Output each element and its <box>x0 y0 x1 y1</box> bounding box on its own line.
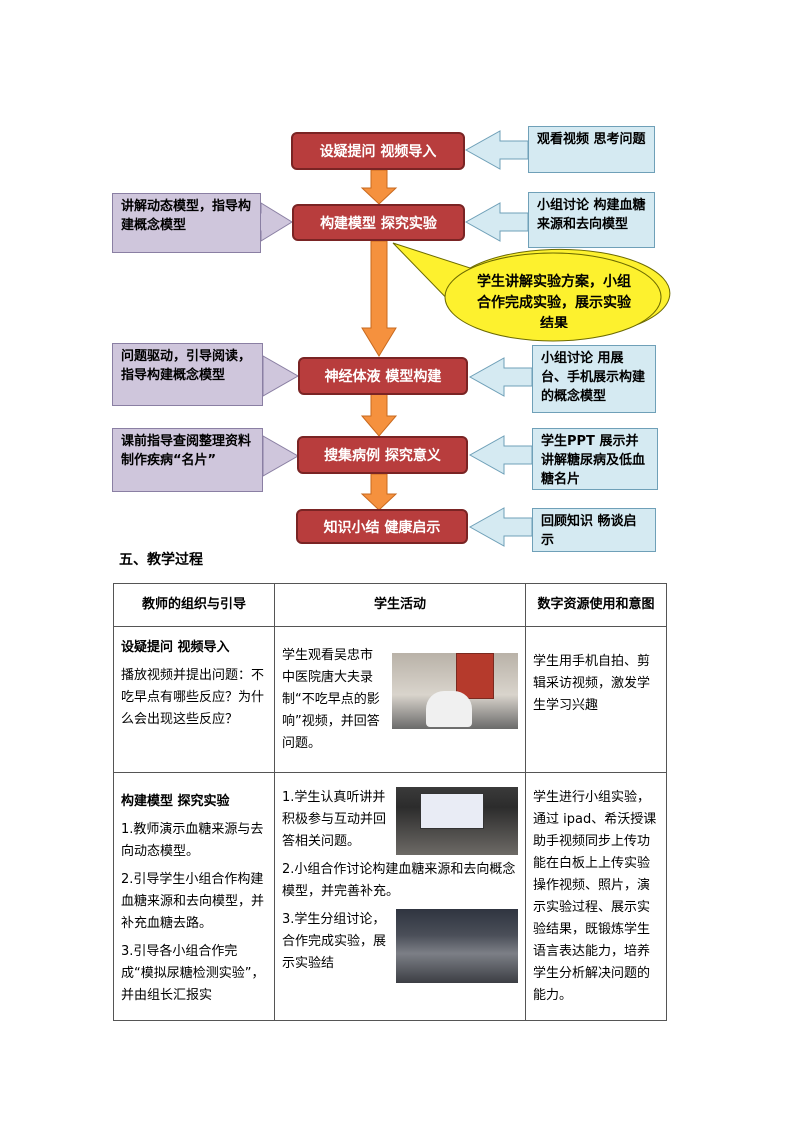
flow-step-2: 构建模型 探究实验 <box>292 204 465 241</box>
flow-step-5: 知识小结 健康启示 <box>296 509 468 544</box>
row1-teacher-text: 播放视频并提出问题：不吃早点有哪些反应？为什么会出现这些反应？ <box>121 668 265 727</box>
student-box-3: 小组讨论 用展台、手机展示构建的概念模型 <box>532 345 656 413</box>
student-box-5: 回顾知识 畅谈启示 <box>532 508 656 552</box>
row2-student-text-2: 2.小组合作讨论构建血糖来源和去向概念模型，并完善补充。 <box>282 862 516 899</box>
down-arrow-1 <box>360 169 398 205</box>
student-box-4-text: 学生PPT 展示并讲解糖尿病及低血糖名片 <box>541 434 646 487</box>
header-resource: 数字资源使用和意图 <box>525 583 667 627</box>
table-row: 构建模型 探究实验 1.教师演示血糖来源与去向动态模型。 2.引导学生小组合作构… <box>113 772 667 1021</box>
classroom-screen-photo <box>396 787 518 855</box>
right-arrow-3 <box>262 435 300 477</box>
flow-step-4-label: 搜集病例 探究意义 <box>324 448 441 464</box>
header-student: 学生活动 <box>274 583 526 627</box>
row1-resource-cell: 学生用手机自拍、剪辑采访视频，激发学生学习兴趣 <box>525 626 667 773</box>
row2-teacher-cell: 构建模型 探究实验 1.教师演示血糖来源与去向动态模型。 2.引导学生小组合作构… <box>113 772 275 1021</box>
row1-resource-text: 学生用手机自拍、剪辑采访视频，激发学生学习兴趣 <box>533 654 651 713</box>
flow-step-4: 搜集病例 探究意义 <box>297 436 468 474</box>
row2-student-cell: 1.学生认真听讲并积极参与互动并回答相关问题。 2.小组合作讨论构建血糖来源和去… <box>274 772 526 1021</box>
projector-screen-image <box>420 793 484 829</box>
banner-image <box>456 653 494 699</box>
flow-step-3-label: 神经体液 模型构建 <box>324 369 442 385</box>
row2-teacher-text-2: 2.引导学生小组合作构建血糖来源和去向模型，并补充血糖去路。 <box>121 872 265 931</box>
callout-text: 学生讲解实验方案，小组合作完成实验，展示实验结果 <box>477 274 631 328</box>
left-arrow-3 <box>468 357 533 397</box>
teacher-box-3: 课前指导查阅整理资料 制作疾病“名片” <box>112 428 263 492</box>
header-teacher: 教师的组织与引导 <box>113 583 275 627</box>
row1-title: 设疑提问 视频导入 <box>121 640 230 655</box>
left-arrow-2 <box>464 202 529 242</box>
row1-teacher-cell: 设疑提问 视频导入 播放视频并提出问题：不吃早点有哪些反应？为什么会出现这些反应… <box>113 626 275 773</box>
row2-student-text-3: 3.学生分组讨论，合作完成实验，展示实验结 <box>282 912 387 971</box>
teacher-box-2: 问题驱动，引导阅读，指导构建概念模型 <box>112 343 263 406</box>
section-title: 五、教学过程 <box>119 552 203 568</box>
group-experiment-photo <box>396 909 518 983</box>
table-row: 设疑提问 视频导入 播放视频并提出问题：不吃早点有哪些反应？为什么会出现这些反应… <box>113 626 667 773</box>
down-arrow-4 <box>360 473 398 511</box>
table-header-row: 教师的组织与引导 学生活动 数字资源使用和意图 <box>113 583 667 627</box>
flow-step-5-label: 知识小结 健康启示 <box>323 519 441 536</box>
student-box-3-text: 小组讨论 用展台、手机展示构建的概念模型 <box>541 351 646 404</box>
flow-step-2-label: 构建模型 探究实验 <box>320 215 437 232</box>
row2-student-text-1: 1.学生认真听讲并积极参与互动并回答相关问题。 <box>282 790 387 849</box>
teacher-box-2-text: 问题驱动，引导阅读，指导构建概念模型 <box>121 349 252 383</box>
student-box-1: 观看视频 思考问题 <box>528 126 655 173</box>
doctor-figure <box>426 691 472 727</box>
flow-step-3: 神经体液 模型构建 <box>298 357 468 395</box>
student-box-1-text: 观看视频 思考问题 <box>537 132 646 147</box>
row2-title: 构建模型 探究实验 <box>121 794 230 809</box>
row2-teacher-text-1: 1.教师演示血糖来源与去向动态模型。 <box>121 822 264 859</box>
teaching-process-table: 教师的组织与引导 学生活动 数字资源使用和意图 设疑提问 视频导入 播放视频并提… <box>113 583 667 1021</box>
student-box-5-text: 回顾知识 畅谈启示 <box>541 514 637 548</box>
row1-student-cell: 学生观看吴忠市中医院唐大夫录制“不吃早点的影响”视频，并回答问题。 <box>274 626 526 773</box>
teacher-box-3-text: 课前指导查阅整理资料 制作疾病“名片” <box>121 434 252 468</box>
doctor-video-photo <box>392 653 518 729</box>
right-arrow-1 <box>259 202 293 242</box>
down-arrow-2 <box>361 240 397 357</box>
teacher-box-1-text: 讲解动态模型，指导构建概念模型 <box>121 199 252 233</box>
down-arrow-3 <box>360 393 398 437</box>
row2-resource-cell: 学生进行小组实验，通过 ipad、希沃授课助手视频同步上传功能在白板上上传实验操… <box>525 772 667 1021</box>
student-box-4: 学生PPT 展示并讲解糖尿病及低血糖名片 <box>532 428 658 490</box>
teacher-box-1: 讲解动态模型，指导构建概念模型 <box>112 193 261 253</box>
left-arrow-5 <box>468 507 533 547</box>
student-box-2-text: 小组讨论 构建血糖来源和去向模型 <box>537 198 646 232</box>
flow-step-1: 设疑提问 视频导入 <box>291 132 465 170</box>
student-box-2: 小组讨论 构建血糖来源和去向模型 <box>528 192 655 248</box>
flow-step-1-label: 设疑提问 视频导入 <box>319 144 437 160</box>
row2-teacher-text-3: 3.引导各小组合作完成“模拟尿糖检测实验”，并由组长汇报实 <box>121 944 265 1003</box>
row1-student-text: 学生观看吴忠市中医院唐大夫录制“不吃早点的影响”视频，并回答问题。 <box>282 648 380 751</box>
row2-resource-text: 学生进行小组实验，通过 ipad、希沃授课助手视频同步上传功能在白板上上传实验操… <box>533 790 657 1003</box>
flowchart-arrows <box>259 130 671 547</box>
left-arrow-4 <box>468 435 533 475</box>
right-arrow-2 <box>262 355 300 397</box>
left-arrow-1 <box>464 130 529 170</box>
